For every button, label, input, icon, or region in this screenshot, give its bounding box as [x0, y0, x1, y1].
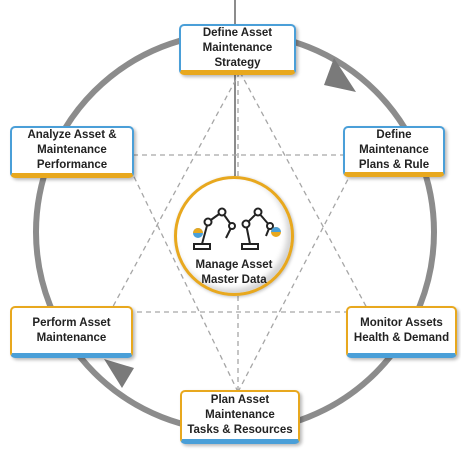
- node-perform-maintenance-label: Perform Asset Maintenance: [32, 316, 111, 344]
- node-perform-maintenance[interactable]: Perform Asset Maintenance: [10, 306, 133, 358]
- robot-arms-icon: [193, 207, 281, 250]
- node-define-plans[interactable]: Define Maintenance Plans & Rule: [343, 126, 445, 177]
- node-plan-tasks[interactable]: Plan Asset Maintenance Tasks & Resources: [180, 390, 300, 444]
- dashed-line: [239, 71, 369, 311]
- center-label: Manage Asset Master Data: [195, 259, 273, 286]
- cycle-arrowhead-upper-right: [324, 58, 356, 92]
- node-analyze-performance-label: Analyze Asset & Maintenance Performance: [27, 129, 117, 171]
- node-analyze-performance[interactable]: Analyze Asset & Maintenance Performance: [10, 126, 134, 178]
- node-monitor-assets[interactable]: Monitor Assets Health & Demand: [346, 306, 457, 358]
- node-plan-tasks-label: Plan Asset Maintenance Tasks & Resources: [187, 394, 293, 436]
- node-define-strategy[interactable]: Define Asset Maintenance Strategy: [179, 24, 296, 75]
- node-monitor-assets-label: Monitor Assets Health & Demand: [353, 316, 450, 344]
- dashed-line: [123, 155, 239, 393]
- dashed-line: [109, 71, 241, 313]
- node-define-plans-label: Define Maintenance Plans & Rule: [358, 128, 430, 171]
- cycle-arrowhead-lower-left: [104, 359, 134, 388]
- node-define-strategy-label: Define Asset Maintenance Strategy: [202, 26, 273, 69]
